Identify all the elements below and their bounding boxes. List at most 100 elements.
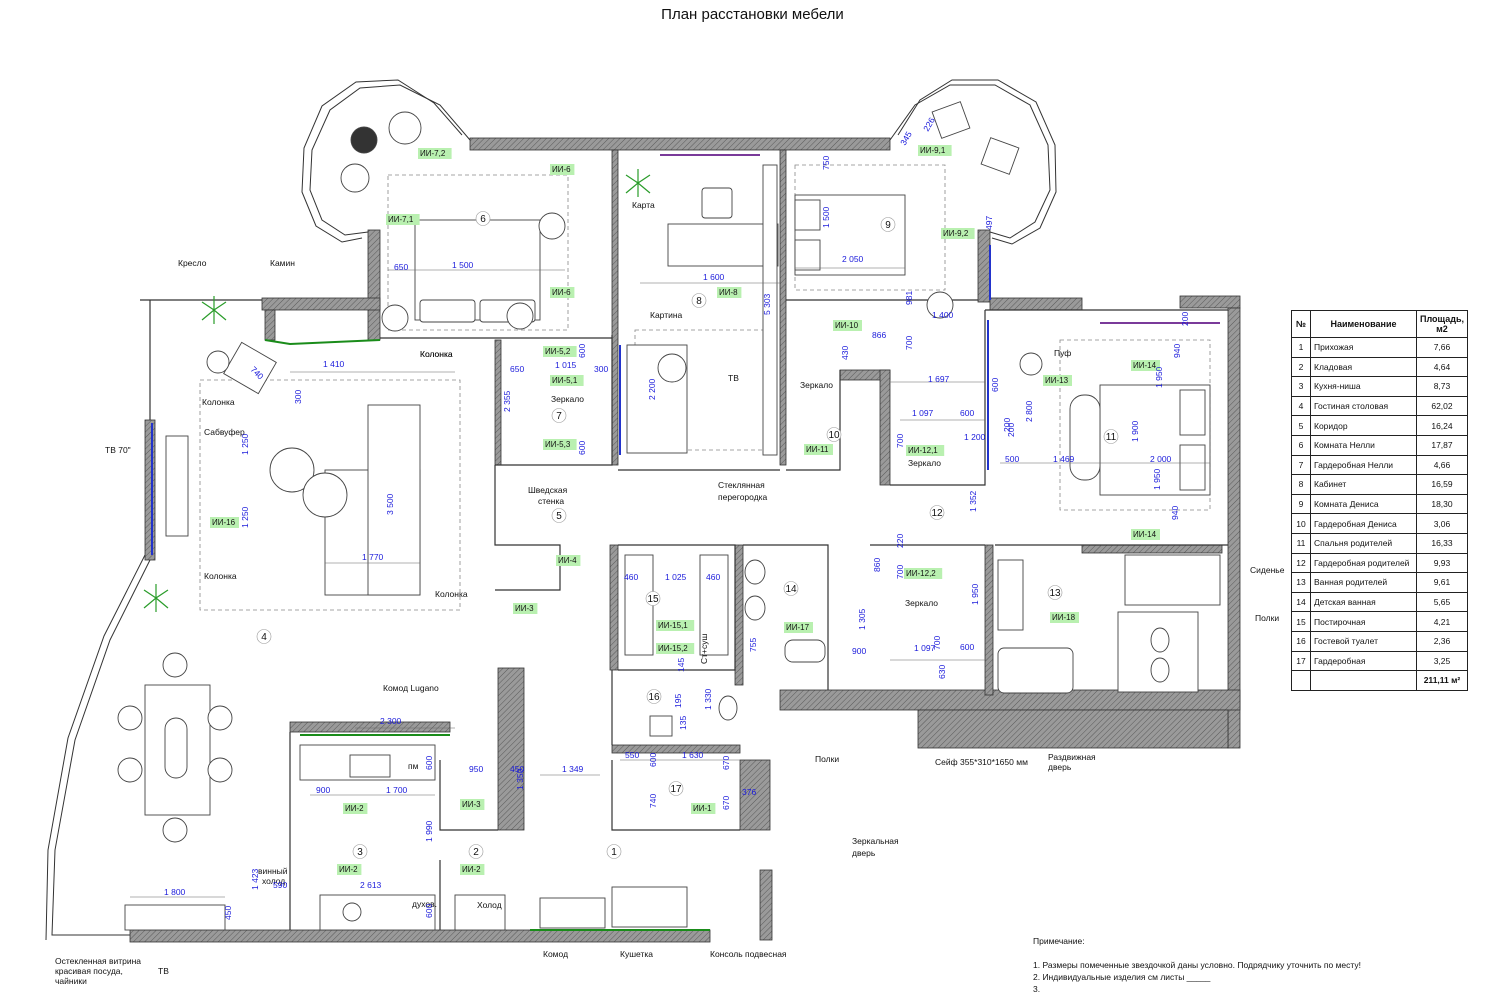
- dimension-value: 1 015: [555, 360, 577, 370]
- spec-tag: ИИ-15,1: [658, 621, 688, 630]
- wall-south: [129, 929, 711, 943]
- spec-tag: ИИ-17: [786, 623, 810, 632]
- plan-label: перегородка: [718, 492, 768, 502]
- room-number-circle: [880, 217, 896, 232]
- dimension-value: 1 250: [240, 433, 250, 455]
- dimension-value: 1 950: [970, 583, 980, 605]
- dimension-value: 981: [904, 291, 914, 305]
- page-title: План расстановки мебели: [661, 6, 844, 23]
- spec-tag: ИИ-5,2: [545, 347, 571, 356]
- room-number: 1: [611, 847, 617, 858]
- dimension-value: 600: [960, 642, 974, 652]
- spec-tag-bg: [513, 603, 538, 614]
- plan-label: Комод Lugano: [383, 683, 439, 693]
- total-area: 211,11 м²: [1415, 670, 1469, 691]
- dimension-value: 600: [990, 378, 1000, 392]
- dimension-value: 1 330: [703, 688, 713, 710]
- room-number: 3: [357, 847, 363, 858]
- table-cell: Гостевой туалет: [1310, 630, 1417, 652]
- dimension-value: 940: [1170, 506, 1180, 520]
- spec-tag-bg: [691, 803, 716, 814]
- dimension-value: 1 352: [968, 490, 978, 512]
- plan-label: Сабвуфер: [204, 427, 245, 437]
- wall-east: [1227, 307, 1241, 749]
- table-cell: Спальня родителей: [1310, 532, 1417, 554]
- spec-tag-bg: [210, 517, 239, 528]
- room-number-circle: [475, 211, 491, 226]
- bay-window-west: [309, 84, 471, 236]
- plan-label: ТВ: [728, 373, 739, 383]
- plan-label: Зеркало: [905, 598, 938, 608]
- table-cell: 62,02: [1415, 395, 1469, 417]
- table-cell: 4,21: [1415, 611, 1469, 632]
- dimension-value: 1 350: [515, 768, 525, 790]
- table-cell: 4,64: [1415, 356, 1469, 378]
- dimension-value: 550: [625, 750, 639, 760]
- dimension-value: 1 630: [682, 750, 704, 760]
- wall-closet17-north: [611, 744, 741, 754]
- plan-label: красивая посуда,: [55, 966, 123, 976]
- dimension-value: 1 700: [386, 785, 408, 795]
- dimension-value: 700: [904, 336, 914, 350]
- dimension-value: 1 025: [665, 572, 687, 582]
- dimension-value: 1 200: [964, 432, 986, 442]
- room-number-circle: [551, 508, 567, 523]
- plan-label: Полки: [815, 754, 839, 764]
- dimension-value: 500: [1005, 454, 1019, 464]
- dimension-value: 1 500: [821, 206, 831, 228]
- wall-closet7-west: [494, 339, 502, 466]
- dimension-value: 600: [577, 441, 587, 455]
- spec-tag: ИИ-7,2: [420, 149, 446, 158]
- room-number-circle: [691, 293, 707, 308]
- dimension-value: 145: [676, 658, 686, 672]
- room-number: 12: [931, 508, 943, 519]
- room-number: 16: [648, 692, 660, 703]
- plants: [143, 169, 651, 612]
- table-cell: 16,24: [1415, 415, 1469, 436]
- plan-label: ТВ: [158, 966, 169, 976]
- dimension-value: 430: [840, 346, 850, 360]
- table-cell: Коридор: [1310, 415, 1417, 436]
- dimension-value: 670: [721, 756, 731, 770]
- round-lamp: [350, 126, 378, 154]
- note-item: 2. Индивидуальные изделия см листы _____: [1033, 972, 1211, 982]
- spec-tag: ИИ-3: [462, 800, 481, 809]
- spec-tag-bg: [550, 164, 575, 175]
- spec-tag: ИИ-10: [835, 321, 859, 330]
- plan-label: Колонка: [420, 349, 453, 359]
- wall-pantry: [497, 667, 525, 831]
- plan-label: Полки: [1255, 613, 1279, 623]
- wall-bedroom-north-a: [989, 297, 1083, 311]
- dimension-value: 497: [984, 216, 994, 230]
- table-cell: 12: [1291, 552, 1311, 574]
- spec-tag-bg: [941, 228, 975, 239]
- bay-window-west-outer: [301, 79, 463, 243]
- dimension-value: 700: [895, 434, 905, 448]
- table-cell: 4,66: [1415, 454, 1469, 476]
- table-cell: Кухня-ниша: [1310, 376, 1417, 397]
- spec-tag: ИИ-7,1: [388, 215, 414, 224]
- dimension-value: 1 800: [164, 887, 186, 897]
- table-cell: 5,65: [1415, 591, 1469, 613]
- plant-1: [201, 296, 227, 324]
- dimension-value: 1 600: [703, 272, 725, 282]
- dimension-value: 3 500: [385, 493, 395, 515]
- room-number: 4: [261, 632, 267, 643]
- table-cell: 16: [1291, 630, 1311, 652]
- dimension-value: 600: [424, 904, 434, 918]
- spec-tag: ИИ-4: [558, 556, 577, 565]
- plan-label: Колонка: [420, 349, 453, 359]
- dimension-value: 2 200: [647, 378, 657, 400]
- dimension-value: 1 900: [1130, 420, 1140, 442]
- spec-tag-bg: [656, 643, 695, 654]
